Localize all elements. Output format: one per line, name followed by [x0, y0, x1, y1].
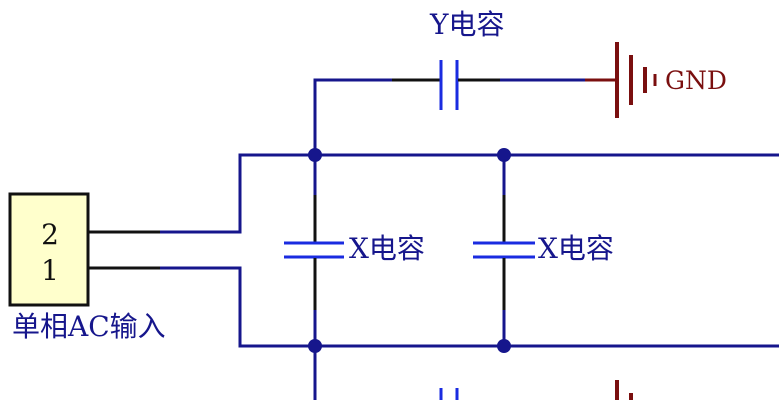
x-capacitor-2: [473, 155, 535, 346]
x-capacitor-1-label: X电容: [349, 232, 425, 265]
junctions: [308, 148, 511, 353]
junction-dot: [308, 148, 322, 162]
junction-dot: [497, 339, 511, 353]
ac-input-connector: 2 1: [8, 192, 90, 307]
bottom-bus: [160, 266, 779, 348]
connector-title-label: 单相AC输入: [12, 310, 166, 343]
gnd-label: GND: [665, 66, 727, 95]
x-capacitor-2-label: X电容: [538, 232, 614, 265]
power-buses: [160, 153, 779, 348]
top-bus: [160, 153, 779, 234]
ground-symbol: [615, 42, 657, 118]
connector-leads: [88, 230, 160, 270]
x-capacitor-1: [284, 155, 344, 400]
connector-pin-2: 2: [41, 218, 59, 251]
y-capacitor-branch: [313, 60, 617, 155]
y-branch-wire: [313, 78, 392, 155]
connector-body: [8, 192, 90, 307]
junction-dot: [497, 148, 511, 162]
junction-dot: [308, 339, 322, 353]
y-capacitor-label: Y电容: [429, 8, 505, 41]
cropped-bottom-components: [439, 380, 633, 400]
connector-pin-1: 1: [41, 254, 59, 287]
